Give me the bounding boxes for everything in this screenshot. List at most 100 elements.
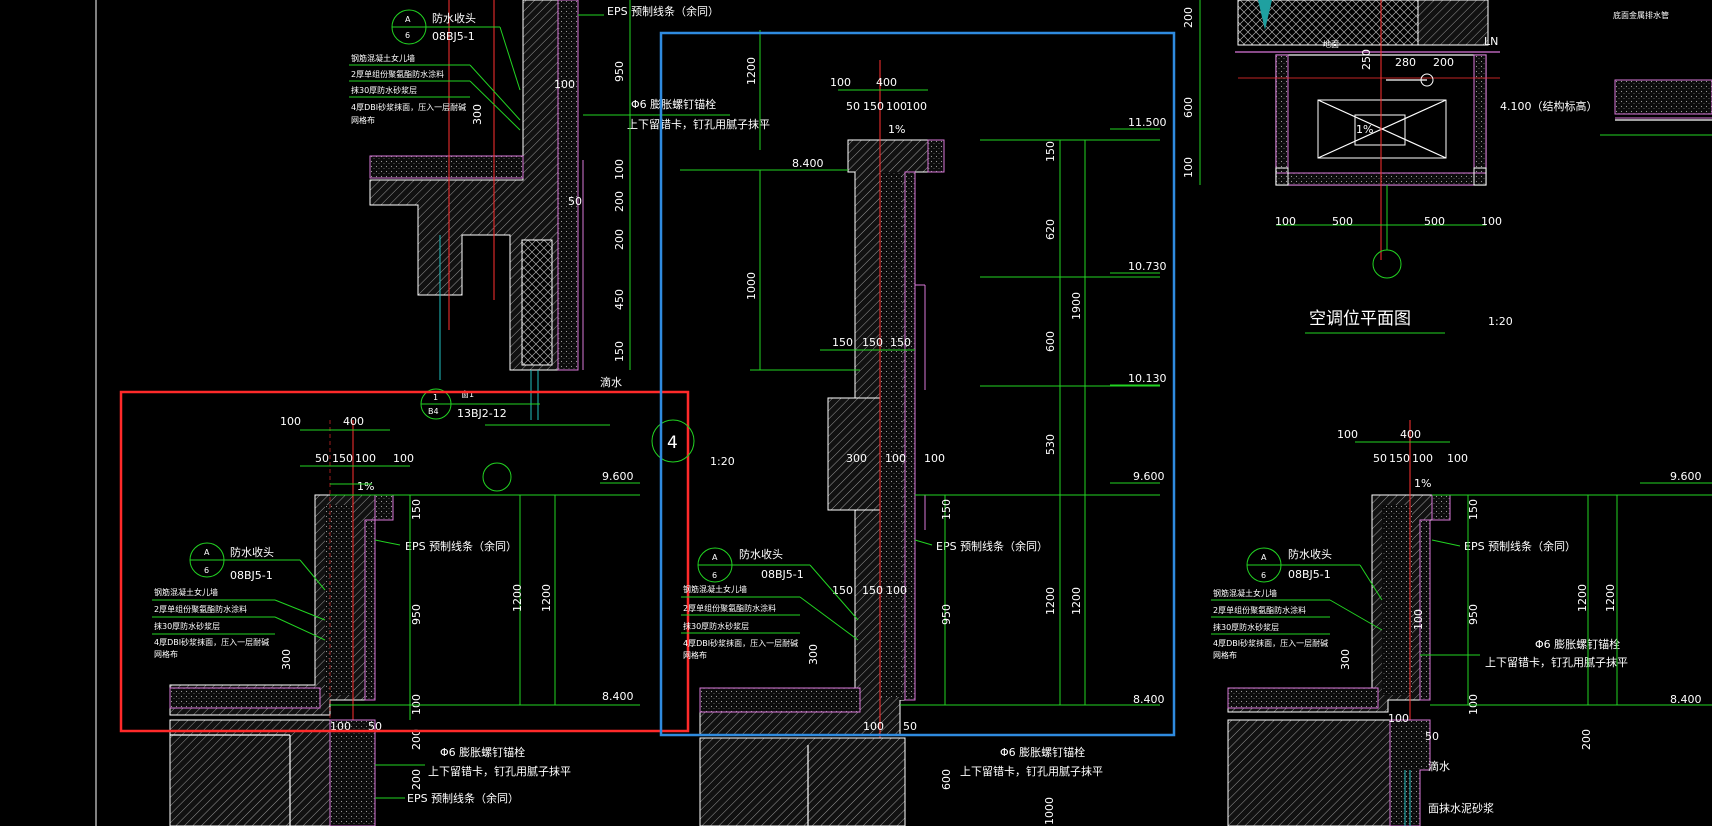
- dim-950-blue-v: 950: [940, 604, 953, 625]
- left-parapet-annotations: 100 400 50 150 100 100 1% A 6 防水收头 08BJ5…: [152, 415, 640, 805]
- detail-scale: 1:20: [710, 455, 735, 468]
- dim-150-top: 150: [613, 341, 626, 362]
- elev-9600-right: 9.600: [1670, 470, 1702, 483]
- top-left-wall-detail: [369, 0, 584, 420]
- ref-08bj5-note: 08BJ5-1: [432, 30, 475, 43]
- layer-3-red: 抹30厚防水砂浆层: [154, 621, 220, 631]
- dim-50-blue: 50: [846, 100, 860, 113]
- dim-150-blue-v2: 150: [1044, 141, 1057, 162]
- finish-plaster-right: 面抹水泥砂浆: [1428, 801, 1494, 815]
- eps-line-red-bot: EPS 预制线条（余同）: [407, 791, 519, 805]
- red-highlight-box: [119, 390, 690, 733]
- elev-9600-red: 9.600: [602, 470, 634, 483]
- anchor-bolt-red: Φ6 膨胀螺钉锚栓: [440, 745, 525, 759]
- dim-600-blue-bot: 600: [940, 769, 953, 790]
- layer-5-red: 网格布: [154, 649, 178, 659]
- dim-150-blue: 150: [863, 100, 884, 113]
- elev-4100-ac: 4.100（结构标高）: [1500, 99, 1598, 113]
- dim-150-right: 150: [1389, 452, 1410, 465]
- ac-plan-annotations: 200 600 100 地面 LN 280 200 250 1% 底面金属排水管…: [1182, 0, 1669, 334]
- dim-150-red-v: 150: [410, 499, 423, 520]
- index-a-red: A: [204, 548, 210, 557]
- water-drip-right: 滴水: [1428, 759, 1450, 773]
- center-parapet-annotations: 100 400 50 150 100 100 1% 8.400 1000 120…: [680, 30, 1167, 825]
- dim-200-red-v2: 200: [410, 769, 423, 790]
- layer-1-blue: 钢筋混凝土女儿墙: [683, 584, 747, 594]
- dim-400-right: 400: [1400, 428, 1421, 441]
- dim-100-blue-e: 100: [924, 452, 945, 465]
- gutter-note: 底面金属排水管: [1613, 10, 1669, 20]
- index-6-label: 6: [405, 31, 410, 40]
- layer-5-right: 网格布: [1213, 650, 1237, 660]
- dim-50-blue-bot: 50: [903, 720, 917, 733]
- dim-300-blue-v: 300: [807, 644, 820, 665]
- layer-1-red: 钢筋混凝土女儿墙: [154, 587, 218, 597]
- water-drip-note-top: 滴水: [600, 375, 622, 389]
- index-a-label: A: [405, 15, 411, 24]
- right-parapet-detail: [1227, 420, 1451, 826]
- dim-530-blue-v: 530: [1044, 434, 1057, 455]
- dim-1200-red-v2: 1200: [540, 584, 553, 612]
- blue-highlight-box: [659, 31, 1176, 737]
- dim-400-blue: 400: [876, 76, 897, 89]
- slope-right: 1%: [1414, 477, 1431, 490]
- dim-100-blue-b: 100: [886, 100, 907, 113]
- dim-50-top: 50: [568, 195, 582, 208]
- dim-1200-blue-v2: 1200: [1070, 587, 1083, 615]
- dim-1200-right-v2: 1200: [1604, 584, 1617, 612]
- dim-200-top-a: 200: [613, 191, 626, 212]
- dim-150-red: 150: [332, 452, 353, 465]
- elev-8400-blue: 8.400: [1133, 693, 1165, 706]
- elev-10130-blue: 10.130: [1128, 372, 1167, 385]
- ln-label: LN: [1484, 35, 1498, 48]
- dim-200-top-b: 200: [613, 229, 626, 250]
- dim-600-blue-v: 600: [1044, 331, 1057, 352]
- waterproof-head-red: 防水收头: [230, 545, 274, 559]
- dim-100-red: 100: [280, 415, 301, 428]
- dim-150-blue-e: 150: [862, 584, 883, 597]
- left-parapet-detail: [169, 420, 512, 826]
- dim-1000-blue: 1000: [745, 272, 758, 300]
- elev-10730-blue: 10.730: [1128, 260, 1167, 273]
- ref-08bj5-red: 08BJ5-1: [230, 569, 273, 582]
- index-6-red: 6: [204, 566, 209, 575]
- dim-100-right-c: 100: [1447, 452, 1468, 465]
- dim-100-right-v: 100: [1412, 609, 1425, 630]
- dim-100-blue-bot: 100: [863, 720, 884, 733]
- dim-950-red-v: 950: [410, 604, 423, 625]
- window-note: 窗1: [461, 389, 474, 399]
- dim-1200-right-v: 1200: [1576, 584, 1589, 612]
- layer-2-note: 2厚单组份聚氨酯防水涂料: [351, 69, 444, 79]
- dim-100-blue-d: 100: [885, 452, 906, 465]
- dim-100-right: 100: [1337, 428, 1358, 441]
- waterproof-head-note: 防水收头: [432, 11, 476, 25]
- waterproof-head-right: 防水收头: [1288, 547, 1332, 561]
- dim-1200-blue-top: 1200: [745, 57, 758, 85]
- dim-620-blue-v: 620: [1044, 219, 1057, 240]
- layer-1-note: 钢筋混凝土女儿墙: [351, 53, 415, 63]
- dim-300-red: 300: [280, 649, 293, 670]
- dim-100-ac-c: 100: [1481, 215, 1502, 228]
- layer-5-note: 网格布: [351, 115, 375, 125]
- detail-number: 4: [667, 433, 678, 453]
- eps-line-right: EPS 预制线条（余同）: [1464, 539, 1576, 553]
- clamp-note-blue: 上下留错卡，钉孔用腻子抹平: [960, 764, 1103, 778]
- index-6-right: 6: [1261, 571, 1266, 580]
- clamp-note-top: 上下留错卡，钉孔用腻子抹平: [627, 117, 770, 131]
- dim-100-red-b: 100: [355, 452, 376, 465]
- eps-line-red: EPS 预制线条（余同）: [405, 539, 517, 553]
- dim-300-top: 300: [471, 104, 484, 125]
- center-parapet-detail: [699, 60, 945, 826]
- eps-line-note-top: EPS 预制线条（余同）: [607, 4, 719, 18]
- anchor-bolt-note-top: Φ6 膨胀螺钉锚栓: [631, 97, 716, 111]
- eps-line-blue: EPS 预制线条（余同）: [936, 539, 1048, 553]
- dim-150-right-v: 150: [1467, 499, 1480, 520]
- dim-280-ac: 280: [1395, 56, 1416, 69]
- ac-plan-title: 空调位平面图: [1309, 309, 1411, 329]
- index-b4-label: B4: [428, 407, 439, 416]
- ref-08bj5-right: 08BJ5-1: [1288, 568, 1331, 581]
- dim-1000-blue-bot: 1000: [1043, 797, 1056, 825]
- dim-100-ac-b: 100: [1275, 215, 1296, 228]
- dim-150-blue-a: 150: [832, 336, 853, 349]
- index-1-label: 1: [433, 393, 438, 402]
